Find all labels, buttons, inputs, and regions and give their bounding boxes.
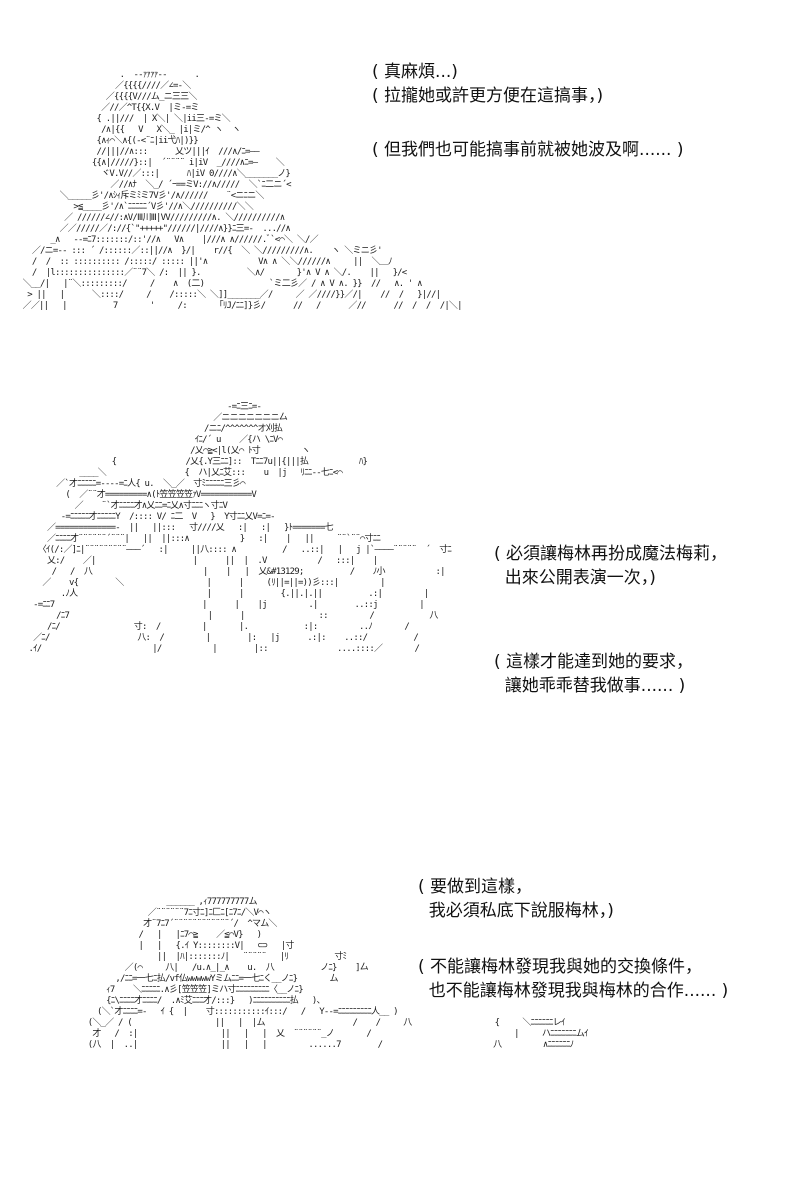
thought-bubble-1: ( 真麻煩...) ( 拉攏她或許更方便在這搞事，): [372, 60, 603, 108]
thought-bubble-4: ( 這樣才能達到她的要求， 讓她乖乖替我做事...... ): [494, 650, 693, 698]
dialogue-line: ( 不能讓梅林發現我與她的交換條件，: [418, 957, 703, 977]
dialogue-line: ( 真麻煩...): [372, 62, 458, 82]
thought-bubble-6: ( 不能讓梅林發現我與她的交換條件， 也不能讓梅林發現我與梅林的合作......…: [418, 955, 728, 1003]
thought-bubble-5: ( 要做到這樣， 我必須私底下說服梅林，): [418, 875, 614, 923]
panel-2: -=ﾆ三ﾆ=- ／ニニニニニニニ厶 /ニﾆ/^^^^^^^オ刈払 ｲﾆ/´ u …: [0, 400, 800, 810]
dialogue-line: 出來公開表演一次，): [494, 568, 656, 588]
dialogue-line: 也不能讓梅林發現我與梅林的合作...... ): [418, 981, 729, 1001]
dialogue-line: 我必須私底下說服梅林，): [418, 901, 614, 921]
dialogue-line: 讓她乖乖替我做事...... ): [494, 676, 686, 696]
dialogue-line: ( 要做到這樣，: [418, 877, 533, 897]
ascii-art-figure-1: . --ｧｧｧｧ-- . ／{{{{////／∠=-＼ ／{{{{V///ム_ニ…: [22, 70, 463, 311]
panel-3: ______ ,ｨ777777777ム ／¨¨¨¨¨¨7ﾆ寸ﾆ]ﾆ匚ﾆ[ﾆ7ﾆ/…: [0, 875, 800, 1195]
dialogue-line: ( 必須讓梅林再扮成魔法梅莉，: [494, 544, 728, 564]
dialogue-line: ( 這樣才能達到她的要求，: [494, 652, 694, 672]
thought-bubble-3: ( 必須讓梅林再扮成魔法梅莉， 出來公開表演一次，): [494, 542, 727, 590]
thought-bubble-2: ( 但我們也可能搞事前就被她波及啊...... ): [372, 138, 684, 162]
dialogue-line: ( 但我們也可能搞事前就被她波及啊...... ): [372, 140, 684, 160]
dialogue-line: ( 拉攏她或許更方便在這搞事，): [372, 86, 604, 106]
ascii-art-figure-3: ______ ,ｨ777777777ム ／¨¨¨¨¨¨7ﾆ寸ﾆ]ﾆ匚ﾆ[ﾆ7ﾆ/…: [87, 897, 589, 1050]
panel-1: . --ｧｧｧｧ-- . ／{{{{////／∠=-＼ ／{{{{V///ム_ニ…: [0, 60, 800, 390]
ascii-art-figure-2: -=ﾆ三ﾆ=- ／ニニニニニニニ厶 /ニﾆ/^^^^^^^オ刈払 ｲﾆ/´ u …: [28, 402, 452, 654]
